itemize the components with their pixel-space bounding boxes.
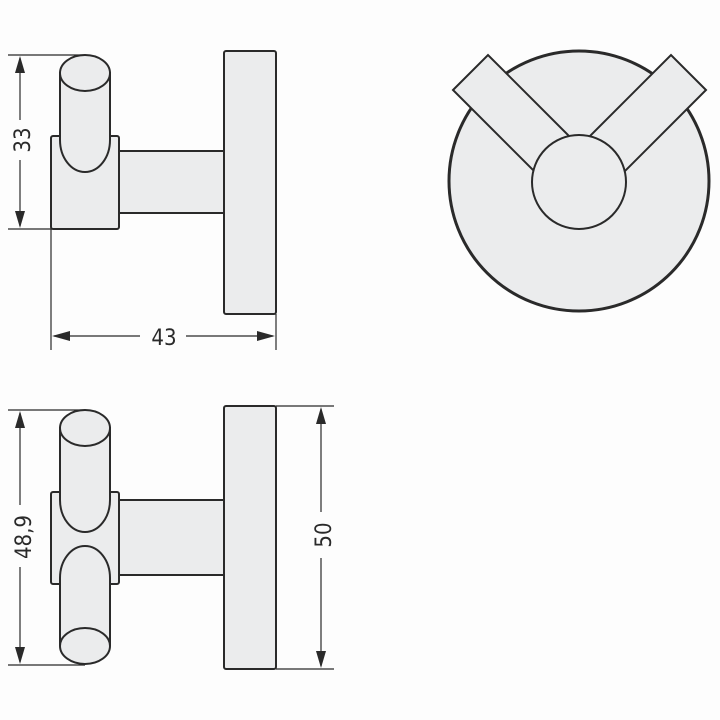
side-view-arm	[117, 150, 225, 214]
dim-50-arrow-down	[316, 651, 326, 668]
side-view-rosette	[223, 50, 277, 315]
dim-50-label: 50	[312, 522, 337, 547]
side-view: 33 43	[8, 50, 277, 351]
dim-48-9-label: 48,9	[12, 515, 37, 559]
dim-33-arrow-down	[15, 211, 25, 228]
dim-43-arrow-right	[257, 331, 275, 341]
dim-50-arrow-up	[316, 407, 326, 424]
front-view-arm	[117, 499, 225, 576]
side-view-hook-pin-top	[59, 54, 111, 92]
front-view-hook-pin-lower-end	[59, 627, 111, 665]
front-view-hook-pin-lower	[59, 545, 111, 646]
front-view-hook-pin-upper	[59, 427, 111, 533]
side-view-hook-pin	[59, 72, 111, 173]
front-view-hook-pin-upper-top	[59, 409, 111, 447]
dim-43-label: 43	[151, 326, 176, 351]
front-view-rosette	[223, 405, 277, 670]
dim-33-label: 33	[11, 127, 36, 152]
dim-48-9-arrow-down	[15, 647, 25, 664]
dim-33-arrow-up	[15, 56, 25, 73]
top-view	[447, 49, 711, 313]
top-view-center-boss	[531, 134, 627, 230]
dim-48-9-arrow-up	[15, 411, 25, 428]
dim-43-arrow-left	[52, 331, 70, 341]
front-view: 48,9 50	[8, 405, 337, 670]
